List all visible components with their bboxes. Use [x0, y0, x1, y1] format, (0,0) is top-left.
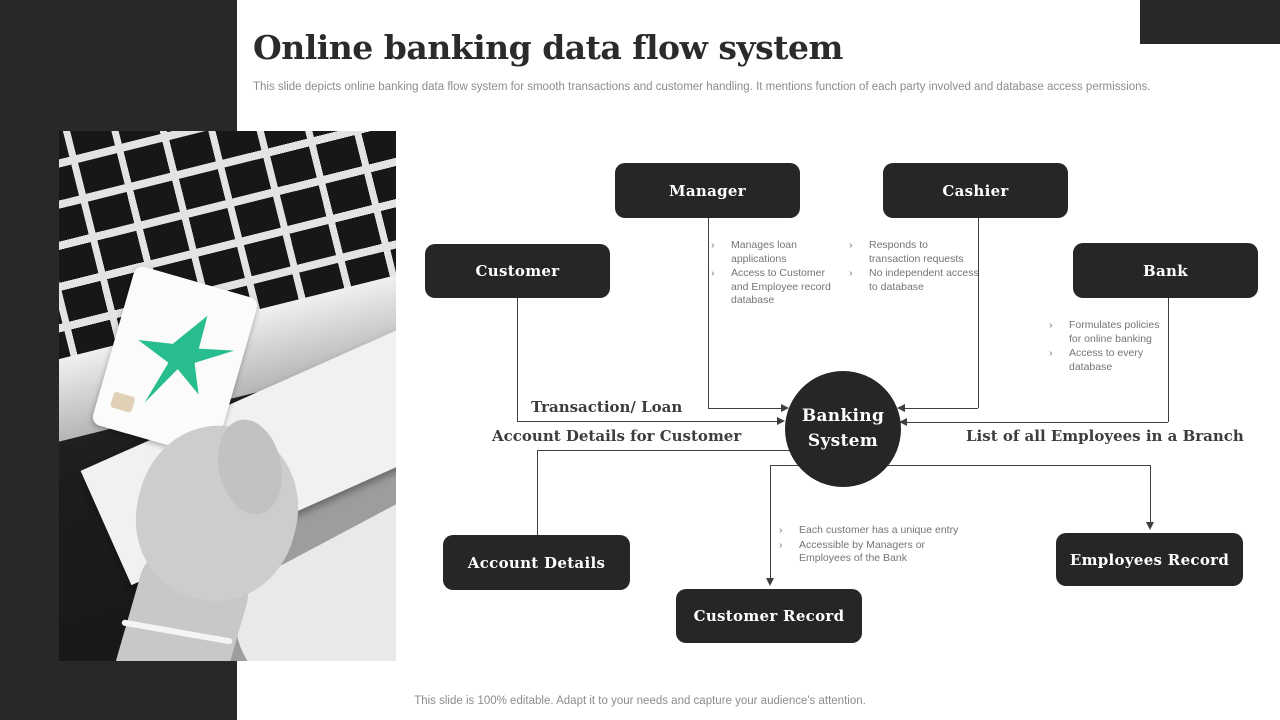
arrow-customer-to-banking-system: [777, 417, 785, 425]
node-bank: Bank: [1073, 243, 1258, 298]
note-bullet: [711, 239, 731, 266]
connector-cashier-horizontal: [904, 408, 978, 409]
node-manager: Manager: [615, 163, 800, 218]
notes-customer-record: Each customer has a unique entry Accessi…: [779, 524, 979, 567]
flow-label-list-of-all-employees: List of all Employees in a Branch: [966, 427, 1244, 445]
notes-manager: Manages loan applications Access to Cust…: [711, 239, 843, 309]
node-employees-record: Employees Record: [1056, 533, 1243, 586]
note-item: Access to Customer and Employee record d…: [711, 267, 843, 308]
note-bullet: [779, 524, 799, 538]
node-customer-record: Customer Record: [676, 589, 862, 643]
connector-customer-record-vertical: [770, 465, 771, 579]
note-item: Formulates policies for online banking: [1049, 319, 1161, 346]
node-cashier: Cashier: [883, 163, 1068, 218]
connector-account-details-vertical: [537, 450, 538, 535]
page-subtitle: This slide depicts online banking data f…: [253, 81, 1151, 93]
connector-employees-record-vertical: [1150, 465, 1151, 523]
note-bullet: [1049, 347, 1069, 374]
flow-label-transaction-loan: Transaction/ Loan: [531, 398, 683, 416]
photo-card-green-logo: [116, 294, 243, 427]
connector-customer-vertical: [517, 298, 518, 421]
arrow-to-customer-record: [766, 578, 774, 586]
connector-records-horizontal: [770, 465, 1150, 466]
arrow-manager-to-banking-system: [781, 404, 789, 412]
node-account-details: Account Details: [443, 535, 630, 590]
connector-manager-vertical: [708, 218, 709, 408]
note-bullet: [849, 267, 869, 294]
top-right-accent-block: [1140, 0, 1280, 44]
note-bullet: [1049, 319, 1069, 346]
node-banking-system: Banking System: [785, 371, 901, 487]
connector-bank-vertical: [1168, 298, 1169, 422]
notes-cashier: Responds to transaction requests No inde…: [849, 239, 981, 295]
note-item: Each customer has a unique entry: [779, 524, 979, 538]
notes-bank: Formulates policies for online banking A…: [1049, 319, 1161, 375]
node-customer: Customer: [425, 244, 610, 298]
footer-note: This slide is 100% editable. Adapt it to…: [414, 695, 866, 707]
page-title: Online banking data flow system: [253, 28, 843, 67]
arrow-cashier-to-banking-system: [897, 404, 905, 412]
arrow-to-employees-record: [1146, 522, 1154, 530]
flow-label-account-details-for-customer: Account Details for Customer: [492, 427, 742, 445]
photo-card-chip: [109, 391, 136, 413]
note-item: Manages loan applications: [711, 239, 843, 266]
connector-customer-horizontal: [517, 421, 778, 422]
note-bullet: [849, 239, 869, 266]
note-item: Responds to transaction requests: [849, 239, 981, 266]
connector-account-details-horizontal: [537, 450, 797, 451]
note-item: Access to every database: [1049, 347, 1161, 374]
connector-cashier-vertical: [978, 218, 979, 408]
note-bullet: [779, 539, 799, 566]
note-bullet: [711, 267, 731, 308]
note-item: Accessible by Managers or Employees of t…: [779, 539, 979, 566]
photo-hand-card-keyboard: [59, 131, 396, 661]
arrow-bank-to-banking-system: [899, 418, 907, 426]
note-item: No independent access to database: [849, 267, 981, 294]
connector-manager-horizontal: [708, 408, 782, 409]
connector-bank-horizontal: [906, 422, 1168, 423]
